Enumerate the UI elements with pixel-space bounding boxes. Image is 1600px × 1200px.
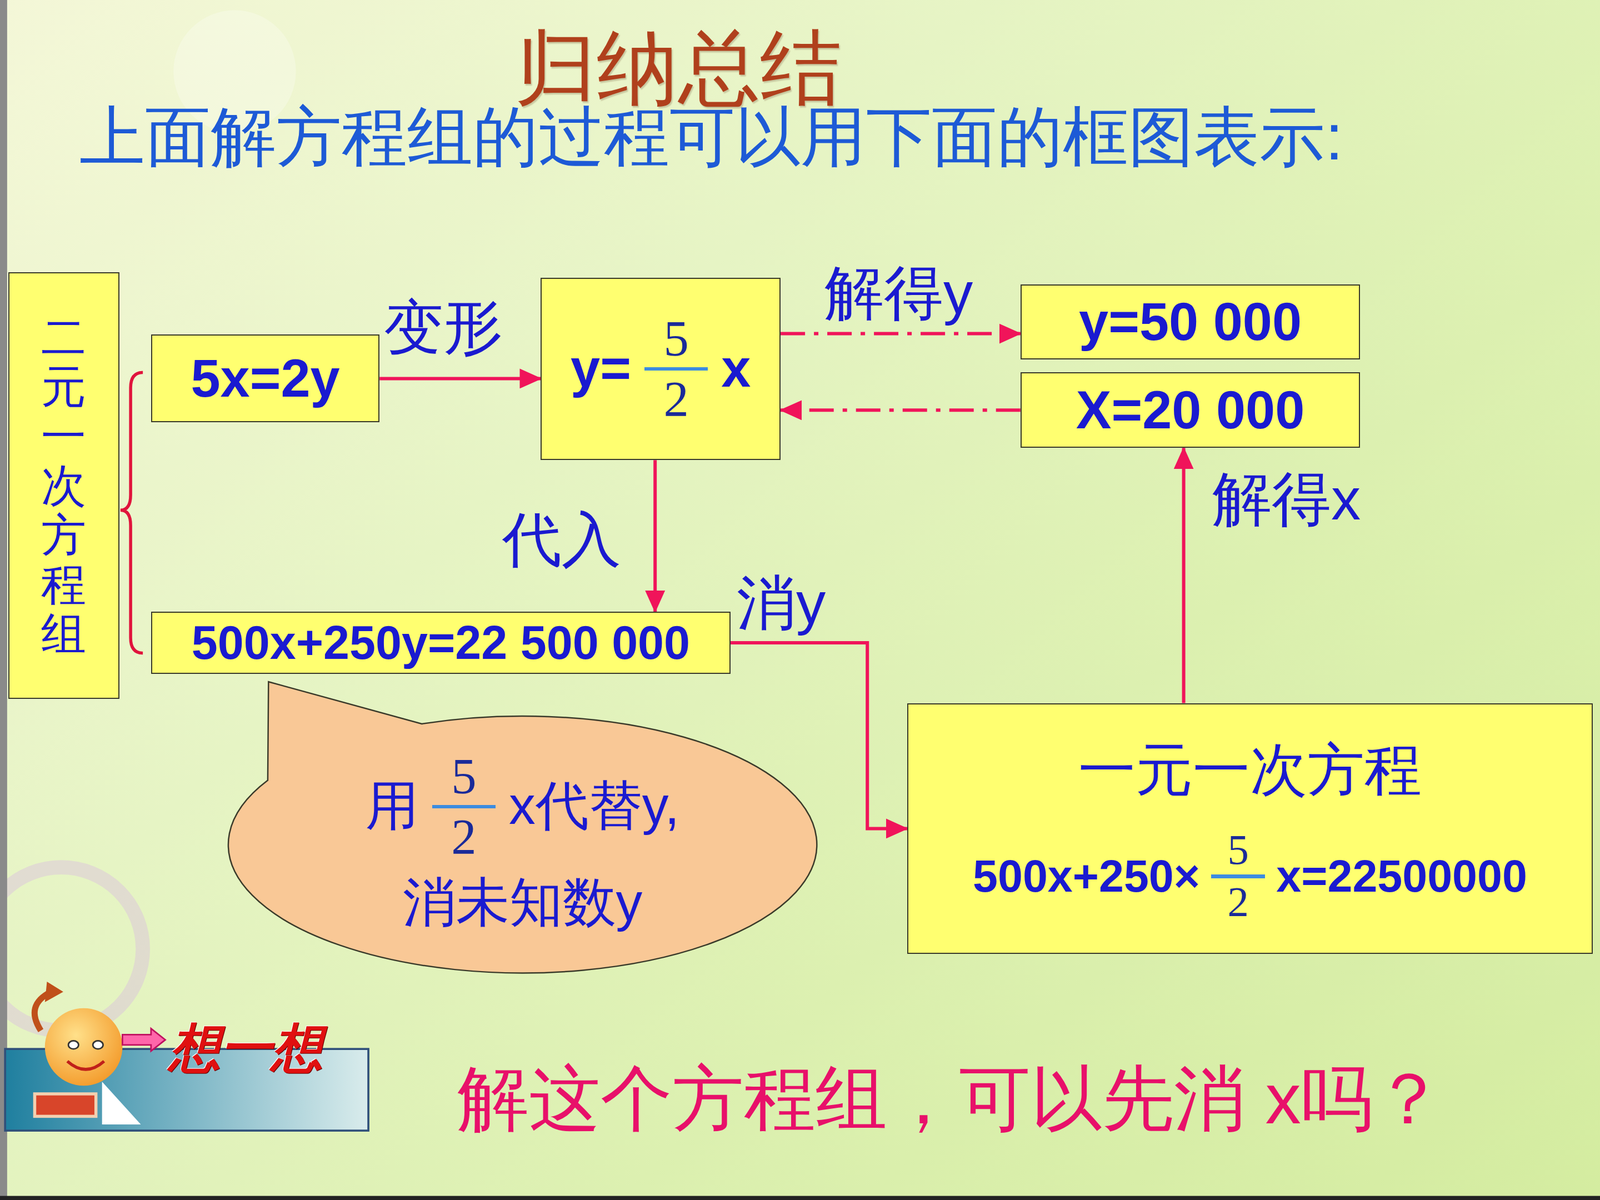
node-text: x=22500000 (1276, 850, 1528, 903)
smiley-eye (68, 1040, 79, 1049)
node-text: 2 (1227, 880, 1249, 925)
callout-outline (228, 681, 817, 973)
equation-box: 500x+250y=22 500 000 (151, 611, 731, 674)
connector-arrow (1182, 447, 1186, 703)
callout-bubble: 用52x代替y,消未知数y (226, 714, 819, 975)
fraction-bar (1211, 874, 1265, 878)
bg-swirl (0, 867, 143, 1031)
edge-label: 解得x (1212, 459, 1361, 540)
callout-shape (226, 714, 819, 975)
edge-label: 消y (736, 563, 826, 644)
node-content: 5x=2y (190, 348, 340, 409)
connector-arrow (780, 408, 1021, 412)
pointer-arrow (122, 1028, 165, 1051)
node-text: 5 (1227, 827, 1249, 873)
smiley-face (45, 1008, 123, 1087)
equation-panel: 一元一次方程500x+250×52x=22500000 (907, 703, 1593, 955)
node-content: 500x+250y=22 500 000 (191, 616, 690, 670)
group-box: 二元一次方程组 (8, 272, 120, 699)
node-content: 一元一次方程500x+250×52x=22500000 (972, 732, 1528, 925)
smiley-mouth (67, 1061, 104, 1070)
node-text: 5x=2y (190, 348, 340, 409)
connector-arrow (379, 376, 541, 380)
equation-box: y=52x (540, 277, 781, 461)
node-text: 5 (451, 750, 477, 803)
node-text: 用 (365, 770, 419, 843)
connector-arrow (780, 332, 1021, 336)
text-row: 用52x代替y, (365, 750, 680, 864)
edge-label: 变形 (383, 287, 503, 369)
node-text: 2 (451, 810, 477, 864)
slide-edge (0, 1196, 1600, 1200)
icon-cursor (102, 1081, 142, 1125)
subtitle: 上面解方程组的过程可以用下面的框图表示: (79, 93, 1344, 183)
icon-label: 想一想 (169, 1014, 323, 1083)
text-row: y=50 000 (1078, 291, 1302, 353)
node-text: y= (570, 338, 632, 399)
connector-arrow (653, 460, 657, 612)
brace (120, 372, 143, 653)
node-content: X=20 000 (1076, 380, 1305, 441)
edge-label: 解得y (824, 253, 973, 334)
node-text: 二元一次方程组 (41, 312, 87, 659)
node-text: y=50 000 (1078, 291, 1302, 353)
fraction: 52 (1211, 827, 1265, 925)
icon-arrow (45, 981, 64, 1003)
text-row: y=52x (570, 312, 751, 426)
text-row: 一元一次方程 (1078, 732, 1422, 810)
node-text: x (721, 338, 751, 399)
text-row: X=20 000 (1076, 380, 1305, 441)
node-content: 用52x代替y,消未知数y (365, 750, 680, 940)
node-text: 2 (663, 372, 689, 426)
text-row: 5x=2y (190, 348, 340, 409)
node-text: X=20 000 (1076, 380, 1305, 441)
node-content: y=52x (570, 312, 751, 426)
question-text: 解这个方程组，可以先消 x吗？ (457, 1051, 1445, 1148)
node-text: 消未知数y (402, 867, 643, 939)
equation-box: 5x=2y (151, 334, 380, 423)
edge-label: 代入 (502, 500, 622, 581)
fraction: 52 (432, 750, 497, 864)
node-content: y=50 000 (1078, 291, 1302, 353)
node-content: 二元一次方程组 (41, 312, 87, 659)
fraction: 52 (644, 312, 709, 426)
smiley-eye (92, 1040, 103, 1049)
node-text: 一元一次方程 (1078, 732, 1422, 810)
text-row: 500x+250×52x=22500000 (972, 827, 1528, 925)
icon-button (34, 1093, 96, 1117)
result-box: y=50 000 (1020, 284, 1361, 359)
node-text: 500x+250× (972, 850, 1200, 903)
node-text: 5 (663, 312, 689, 365)
node-text: 500x+250y=22 500 000 (191, 616, 690, 670)
text-row: 500x+250y=22 500 000 (191, 616, 690, 670)
text-row: 消未知数y (402, 867, 643, 939)
fraction-bar (432, 805, 497, 809)
node-text: x代替y, (508, 770, 680, 843)
result-box: X=20 000 (1020, 372, 1361, 448)
slide-edge (0, 0, 8, 1200)
fraction-bar (644, 367, 709, 371)
